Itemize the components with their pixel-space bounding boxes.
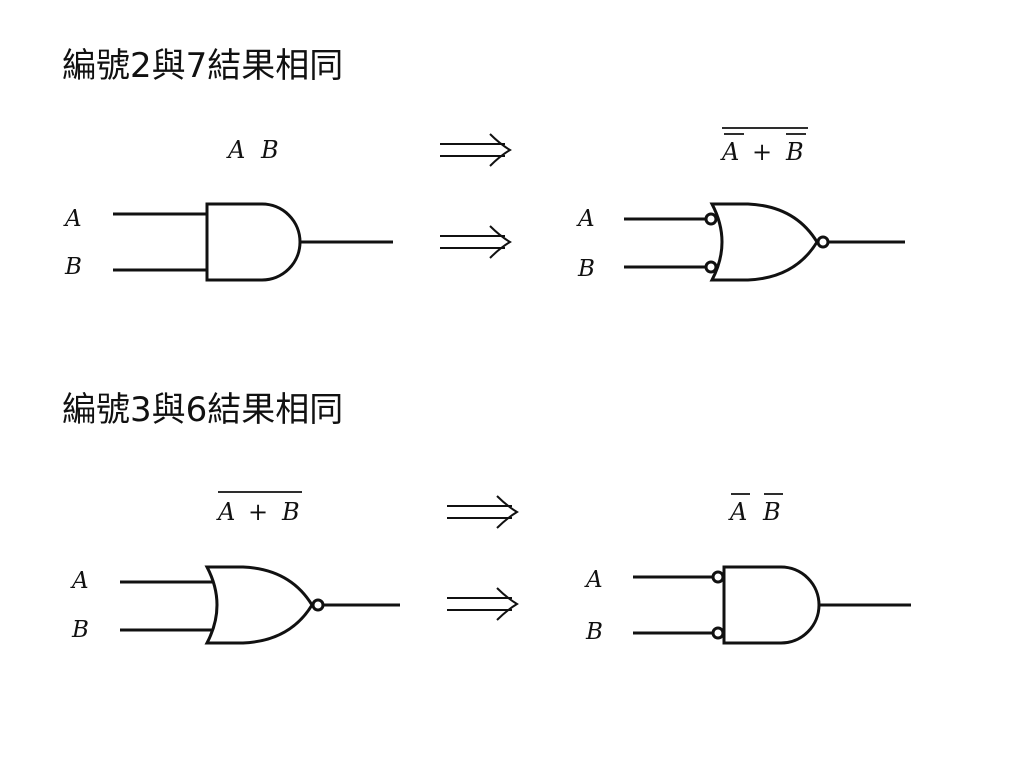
- expr-a-bar: A: [720, 138, 739, 166]
- expr-plus: +: [752, 138, 772, 166]
- section2-right-expression: A B: [728, 493, 783, 526]
- pin-a-label: A: [63, 206, 82, 232]
- output-bubble: [311, 598, 325, 612]
- input-a-bubble: [711, 570, 725, 584]
- section1-right-expression: A + B: [720, 127, 808, 166]
- section1-inverted-input-nor-gate: A B: [576, 202, 905, 282]
- heading-2-and-7: 編號2與7結果相同: [62, 46, 344, 86]
- section1-top-implies-arrow: [440, 133, 512, 167]
- expr-a: A: [226, 136, 245, 164]
- pin-b-label: B: [64, 254, 82, 280]
- expr-b-bar: B: [762, 498, 781, 526]
- expr-b: B: [260, 136, 279, 164]
- input-b-bubble: [711, 626, 725, 640]
- heading-3-and-6: 編號3與6結果相同: [62, 390, 344, 430]
- section2-inverted-input-and-gate: A B: [584, 565, 911, 645]
- and-gate-body: [205, 202, 302, 282]
- output-bubble: [816, 235, 830, 249]
- section2-nor-gate: A B: [70, 565, 400, 645]
- pin-a-label: A: [576, 206, 595, 232]
- pin-a-label: A: [70, 568, 89, 594]
- pin-a-label: A: [584, 567, 603, 593]
- expr-b-bar: B: [785, 138, 804, 166]
- expr-a-bar: A: [728, 498, 747, 526]
- expr-plus: +: [248, 498, 268, 526]
- section2-top-implies-arrow: [447, 495, 519, 529]
- or-gate-body: [204, 565, 314, 645]
- section1-left-expression: A B: [226, 136, 279, 164]
- section1-middle-implies-arrow: [440, 225, 512, 259]
- pin-b-label: B: [71, 617, 89, 643]
- pin-b-label: B: [577, 256, 595, 282]
- and-gate-body: [722, 565, 821, 645]
- or-gate-body: [709, 202, 819, 282]
- input-b-bubble: [704, 260, 718, 274]
- section1-and-gate: A B: [63, 202, 393, 282]
- expr-b: B: [281, 498, 300, 526]
- input-a-bubble: [704, 212, 718, 226]
- pin-b-label: B: [585, 619, 603, 645]
- expr-a: A: [216, 498, 235, 526]
- section2-middle-implies-arrow: [447, 587, 519, 621]
- section2-left-expression: A + B: [216, 491, 302, 526]
